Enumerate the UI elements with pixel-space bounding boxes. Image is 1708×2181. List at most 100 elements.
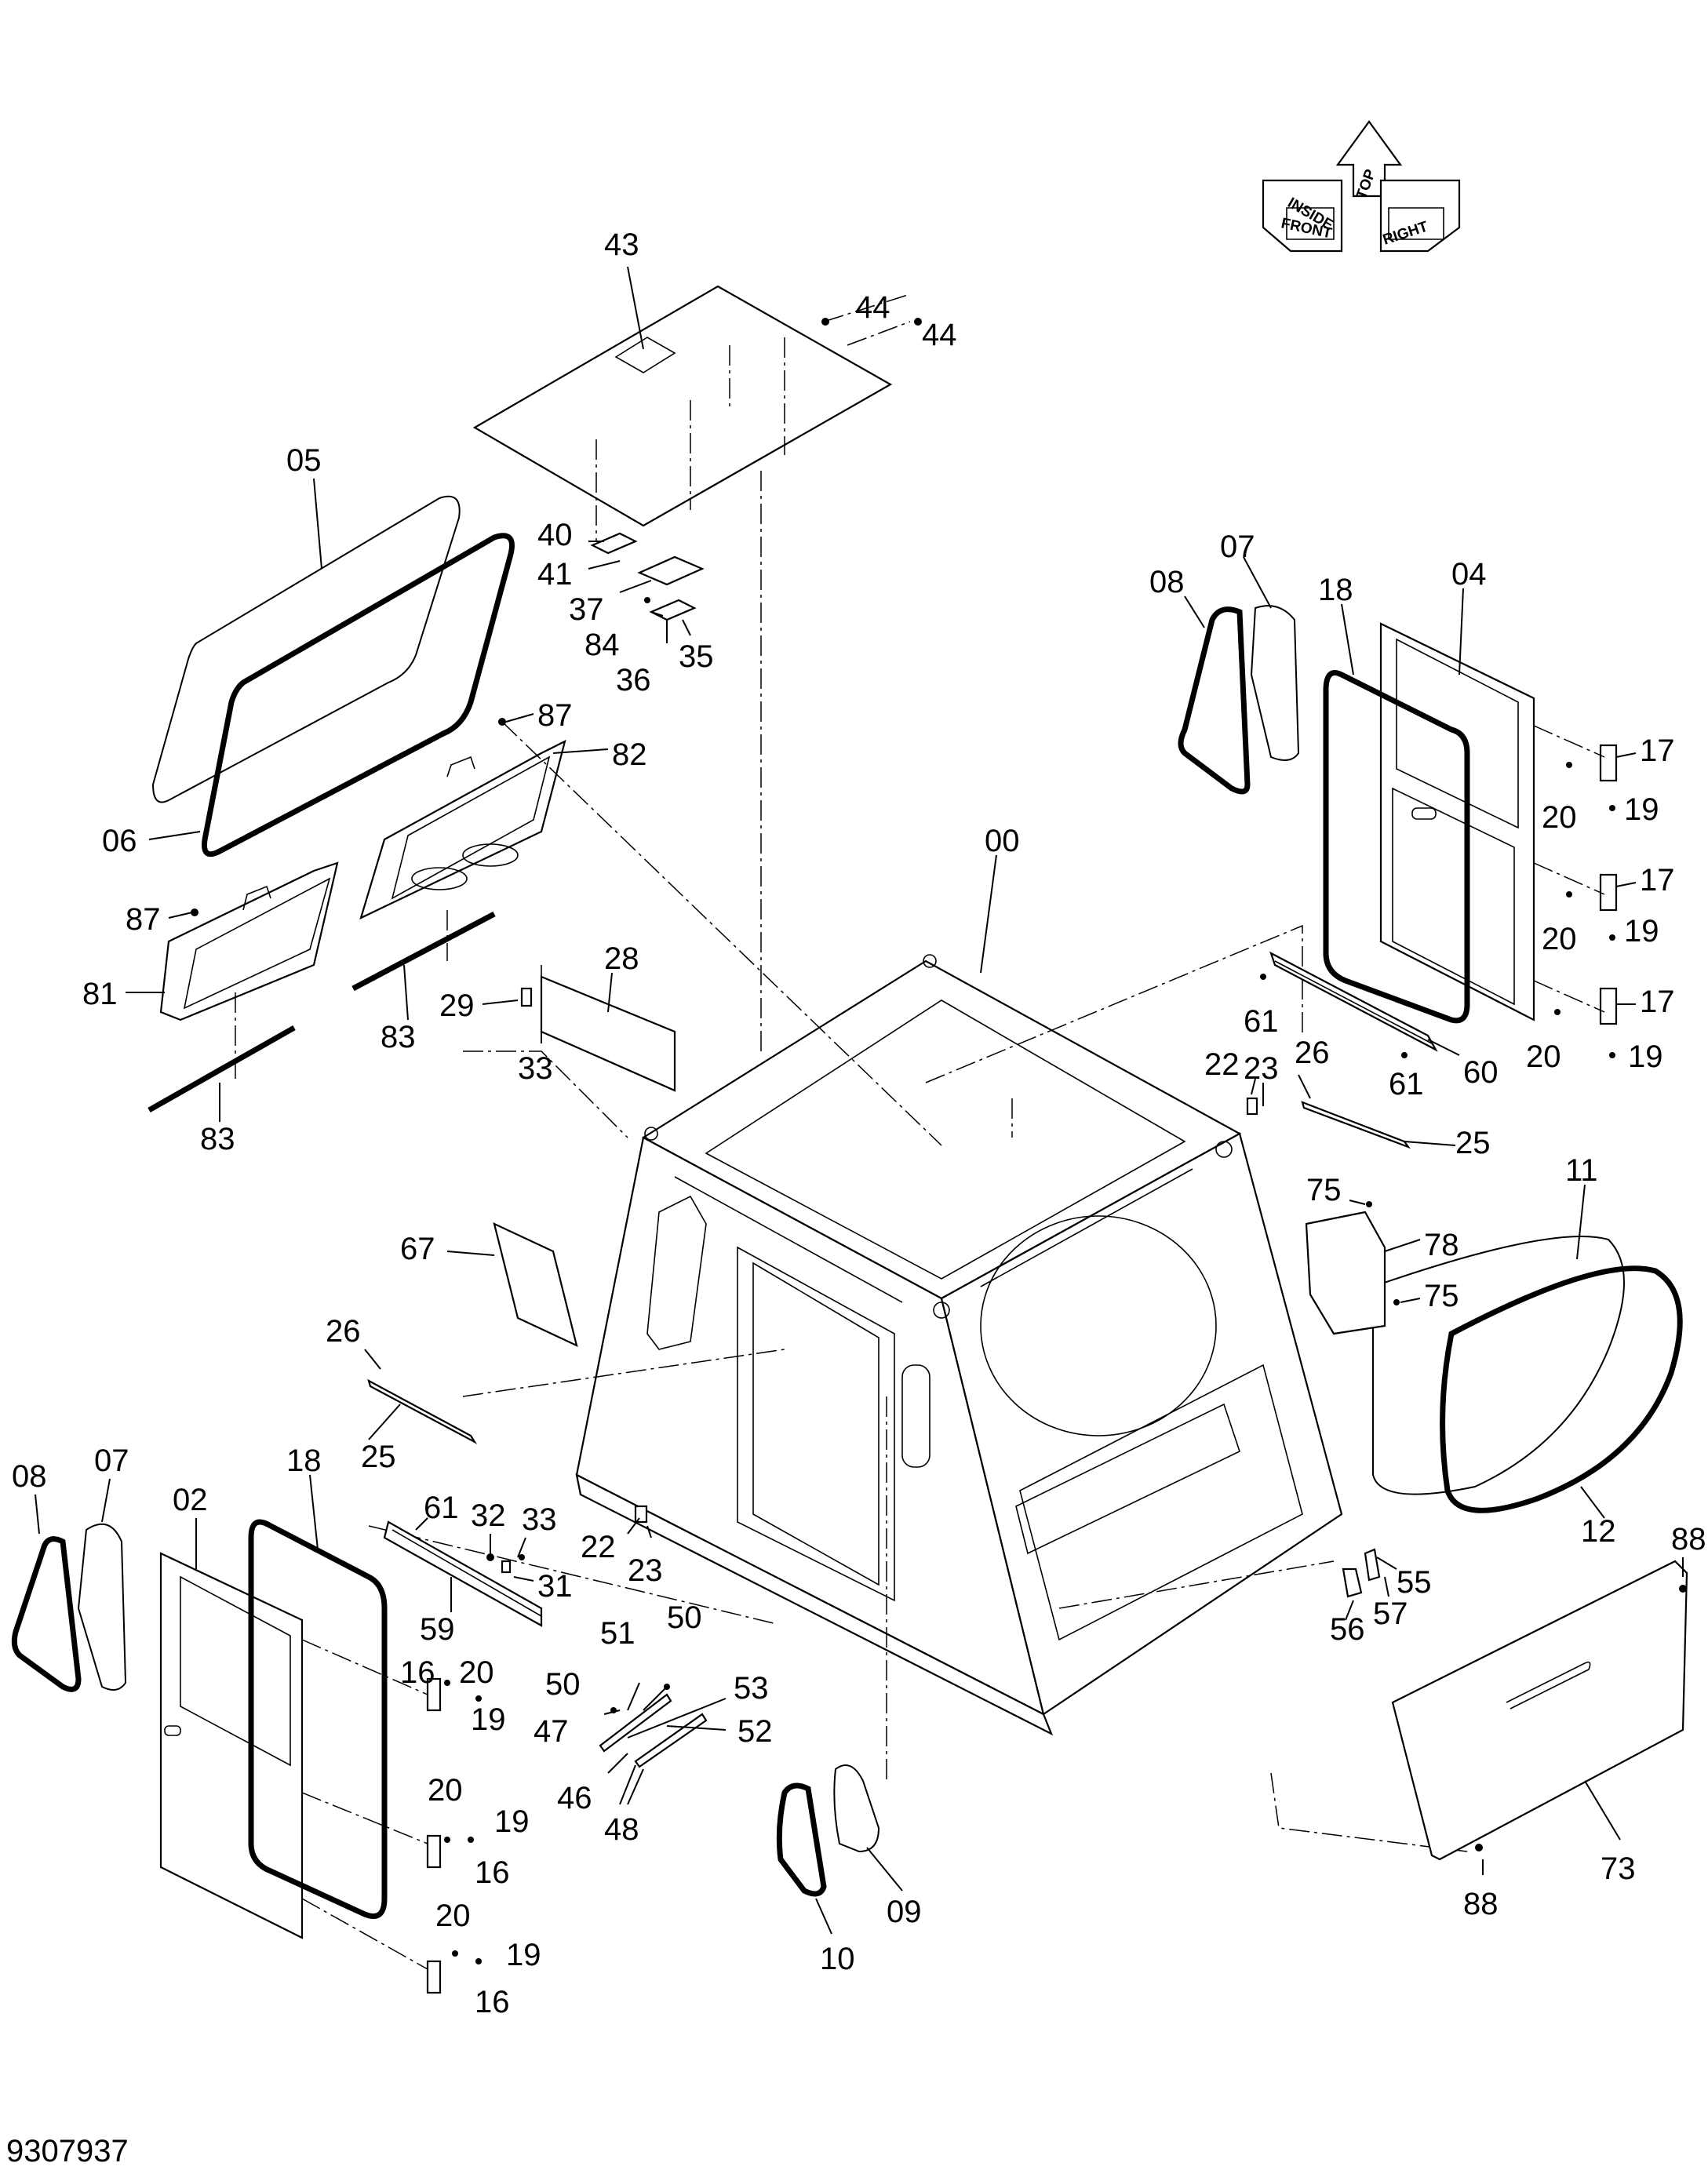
callout-61: 61 — [1389, 1067, 1424, 1101]
callout-78: 78 — [1424, 1228, 1459, 1262]
callout-81: 81 — [82, 977, 118, 1011]
callout-18: 18 — [1318, 573, 1353, 607]
callout-25: 25 — [361, 1440, 396, 1474]
callout-75: 75 — [1424, 1279, 1459, 1313]
callout-22: 22 — [581, 1530, 616, 1564]
callout-88: 88 — [1671, 1522, 1706, 1557]
callout-20: 20 — [428, 1773, 463, 1808]
hardware-31-32-33 — [486, 1534, 534, 1582]
callout-82: 82 — [612, 737, 647, 772]
mount-rail-59 — [383, 1517, 543, 1627]
callout-16: 16 — [475, 1985, 510, 2019]
callout-22: 22 — [1204, 1047, 1240, 1082]
callout-23: 23 — [1244, 1051, 1279, 1086]
callout-17: 17 — [1640, 734, 1675, 768]
door-seal-18-left — [248, 1474, 388, 1919]
callout-59: 59 — [420, 1612, 455, 1647]
callout-44: 44 — [922, 318, 957, 352]
callout-06: 06 — [102, 824, 137, 858]
callout-20: 20 — [459, 1655, 494, 1690]
callout-10: 10 — [820, 1942, 855, 1976]
front-glass-05 — [151, 495, 461, 803]
callout-67: 67 — [400, 1232, 435, 1266]
callout-09: 09 — [887, 1895, 922, 1929]
callout-50: 50 — [545, 1667, 581, 1702]
callout-20: 20 — [1526, 1040, 1561, 1074]
callout-17: 17 — [1640, 863, 1675, 898]
callout-19: 19 — [1628, 1040, 1663, 1074]
callout-12: 12 — [1581, 1514, 1616, 1549]
callout-50: 50 — [667, 1600, 702, 1635]
callout-46: 46 — [557, 1781, 592, 1815]
hinges-16-left — [301, 1639, 482, 1994]
callout-35: 35 — [679, 639, 714, 674]
callout-87: 87 — [537, 698, 573, 733]
mount-rail-60 — [1260, 951, 1460, 1058]
callout-75: 75 — [1306, 1173, 1342, 1207]
callout-26: 26 — [326, 1314, 361, 1349]
callout-31: 31 — [537, 1569, 573, 1604]
callout-19: 19 — [494, 1804, 530, 1839]
figure-code: 9307937 — [6, 2134, 129, 2168]
brackets-46-53 — [599, 1682, 727, 1805]
callout-57: 57 — [1373, 1597, 1408, 1631]
callout-08: 08 — [1149, 565, 1185, 599]
callout-07: 07 — [94, 1444, 129, 1478]
side-seal-08-left — [11, 1494, 82, 1692]
callout-16: 16 — [400, 1655, 435, 1690]
callout-labels: 43 44 44 05 40 41 37 84 35 36 08 07 18 0… — [12, 228, 1706, 2019]
orientation-indicator: TOP FRONT INSIDE RIGHT — [1262, 120, 1461, 253]
storage-tray-81 — [126, 861, 339, 1021]
callout-29: 29 — [439, 989, 475, 1023]
callout-20: 20 — [1542, 922, 1577, 956]
callout-19: 19 — [1624, 914, 1659, 948]
roof-latch-assembly — [588, 532, 705, 643]
callout-53: 53 — [734, 1671, 769, 1706]
side-glass-07-right — [1243, 556, 1300, 761]
callout-02: 02 — [173, 1483, 208, 1517]
callout-25: 25 — [1455, 1126, 1491, 1160]
door-seal-18-right — [1323, 603, 1470, 1024]
rail-25-left — [364, 1349, 478, 1444]
storage-tray-82 — [359, 713, 609, 920]
callout-23: 23 — [628, 1553, 663, 1588]
callout-20: 20 — [1542, 800, 1577, 835]
callout-20: 20 — [435, 1899, 471, 1933]
callout-33: 33 — [518, 1051, 553, 1086]
side-seal-08-right — [1178, 595, 1251, 795]
callout-18: 18 — [286, 1444, 322, 1478]
callout-07: 07 — [1220, 530, 1255, 564]
callout-08: 08 — [12, 1459, 47, 1494]
callout-37: 37 — [569, 592, 604, 627]
callout-61: 61 — [1244, 1004, 1279, 1039]
callout-48: 48 — [604, 1812, 639, 1847]
roof-panel-43 — [472, 266, 922, 541]
callout-11: 11 — [1565, 1153, 1598, 1188]
callout-73: 73 — [1601, 1851, 1636, 1886]
callout-55: 55 — [1397, 1565, 1432, 1600]
callout-19: 19 — [1624, 792, 1659, 827]
callout-36: 36 — [616, 663, 651, 697]
glass-seal-06 — [148, 478, 515, 857]
callout-04: 04 — [1451, 557, 1487, 592]
hinges-17-right — [1533, 725, 1637, 1058]
callout-19: 19 — [471, 1702, 506, 1737]
seal-strip-83 — [147, 910, 496, 1122]
callout-47: 47 — [534, 1714, 569, 1749]
right-door-04 — [1379, 588, 1535, 1021]
callout-61: 61 — [424, 1491, 459, 1525]
callout-00: 00 — [985, 824, 1020, 858]
callout-19: 19 — [506, 1938, 541, 1972]
quarter-glass-09 — [833, 1764, 903, 1892]
rear-panel-73 — [1391, 1557, 1688, 1875]
fasteners-22-23 — [627, 1078, 1264, 1538]
callout-43: 43 — [604, 228, 639, 262]
rear-glass-11 — [1372, 1184, 1625, 1495]
callout-05: 05 — [286, 443, 322, 478]
callout-33: 33 — [522, 1502, 557, 1537]
bracket-78 — [1305, 1200, 1421, 1335]
callout-87: 87 — [126, 902, 161, 937]
callout-83: 83 — [381, 1020, 416, 1054]
assembly-lines — [368, 471, 1468, 1852]
